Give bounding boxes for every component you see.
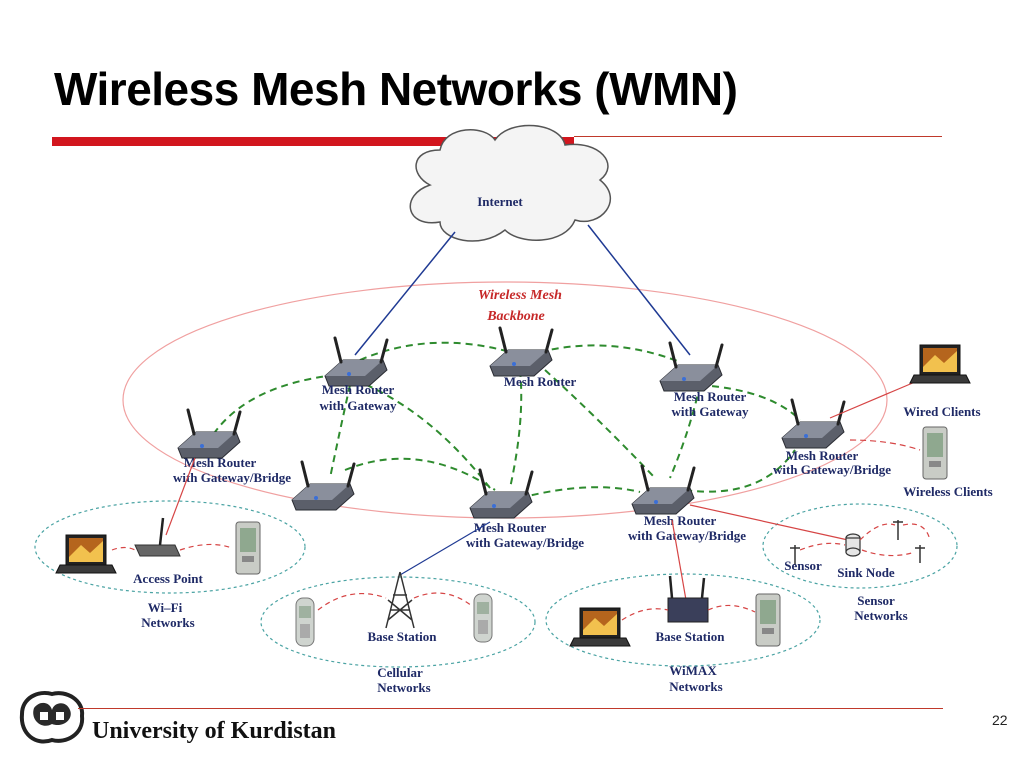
wireless-client-link bbox=[849, 439, 921, 451]
router-3-label-2: with Gateway bbox=[672, 404, 749, 419]
internet-label: Internet bbox=[477, 194, 523, 209]
sink-node-label: Sink Node bbox=[837, 565, 895, 580]
internet-cloud bbox=[409, 124, 612, 242]
sensor-net-label-2: Networks bbox=[854, 608, 907, 623]
router-4-label-1: Mesh Router bbox=[184, 455, 257, 470]
router-1-label-2: with Gateway bbox=[320, 398, 397, 413]
sensor-devices bbox=[790, 520, 925, 565]
sink-node-device bbox=[845, 533, 861, 557]
wimax-base-station bbox=[667, 575, 709, 623]
university-logo bbox=[19, 691, 85, 744]
sensor-device-label: Sensor bbox=[784, 558, 822, 573]
cellular-tower bbox=[385, 571, 415, 629]
uplink-right bbox=[587, 224, 691, 356]
wimax-net-label-1: WiMAX bbox=[669, 663, 717, 678]
cellular-base-label: Base Station bbox=[368, 629, 438, 644]
cellular-uplink bbox=[399, 521, 491, 576]
wired-client-link bbox=[829, 381, 916, 419]
router-8-label-1: Mesh Router bbox=[786, 448, 859, 463]
wifi-net-label-1: Wi–Fi bbox=[148, 600, 183, 615]
page-number: 22 bbox=[992, 712, 1008, 728]
access-point-device bbox=[134, 517, 181, 557]
router-2-label-1: Mesh Router bbox=[504, 374, 577, 389]
wifi-uplink bbox=[165, 457, 196, 536]
backbone-label-1: Wireless Mesh bbox=[478, 288, 562, 303]
sensor-network-ellipse bbox=[762, 503, 958, 589]
wifi-pda bbox=[235, 521, 261, 575]
router-1-label-1: Mesh Router bbox=[322, 382, 395, 397]
wimax-uplink bbox=[671, 519, 687, 601]
mesh-router-2 bbox=[488, 326, 554, 378]
mesh-router-4 bbox=[176, 408, 242, 460]
wimax-base-label: Base Station bbox=[656, 629, 726, 644]
router-6-label-1: Mesh Router bbox=[474, 520, 547, 535]
router-6-label-2: with Gateway/Bridge bbox=[466, 535, 584, 550]
mesh-router-7 bbox=[630, 464, 696, 516]
wireless-clients-label: Wireless Clients bbox=[903, 484, 992, 499]
cellular-net-label-1: Cellular bbox=[377, 665, 423, 680]
wifi-laptop bbox=[55, 534, 117, 574]
mesh-router-8 bbox=[780, 398, 846, 450]
mesh-links bbox=[214, 341, 801, 499]
title-accent-bar bbox=[52, 137, 574, 146]
wimax-laptop bbox=[569, 607, 631, 647]
mesh-router-3 bbox=[658, 341, 724, 393]
router-7-label-1: Mesh Router bbox=[644, 513, 717, 528]
cellular-links bbox=[317, 592, 473, 611]
wifi-links bbox=[111, 543, 233, 551]
mesh-router-6 bbox=[468, 468, 534, 520]
slide-title: Wireless Mesh Networks (WMN) bbox=[54, 63, 738, 115]
wimax-network-ellipse bbox=[545, 573, 821, 667]
cellular-phone-left bbox=[295, 597, 315, 647]
mesh-router-1 bbox=[323, 336, 389, 388]
wireless-client-pda bbox=[922, 426, 948, 480]
access-point-label: Access Point bbox=[133, 571, 203, 586]
wimax-links bbox=[621, 604, 756, 621]
wired-clients-label: Wired Clients bbox=[903, 404, 980, 419]
wifi-net-label-2: Networks bbox=[141, 615, 194, 630]
wimax-pda bbox=[755, 593, 781, 647]
footer-university-name: University of Kurdistan bbox=[92, 718, 337, 744]
wimax-net-label-2: Networks bbox=[669, 679, 722, 694]
router-4-label-2: with Gateway/Bridge bbox=[173, 470, 291, 485]
title-divider-line bbox=[574, 136, 942, 137]
router-7-label-2: with Gateway/Bridge bbox=[628, 528, 746, 543]
router-8-label-2: with Gateway/Bridge bbox=[773, 462, 891, 477]
backbone-label-2: Backbone bbox=[486, 309, 545, 324]
cellular-net-label-2: Networks bbox=[377, 680, 430, 695]
wifi-network-ellipse bbox=[34, 500, 306, 594]
sensor-uplink bbox=[689, 504, 849, 541]
wired-client-laptop bbox=[909, 344, 971, 384]
cellular-phone-right bbox=[473, 593, 493, 643]
sensor-links bbox=[799, 523, 931, 557]
sensor-net-label-1: Sensor bbox=[857, 593, 895, 608]
router-3-label-1: Mesh Router bbox=[674, 389, 747, 404]
uplink-left bbox=[354, 231, 456, 356]
footer-divider-line bbox=[78, 708, 943, 709]
